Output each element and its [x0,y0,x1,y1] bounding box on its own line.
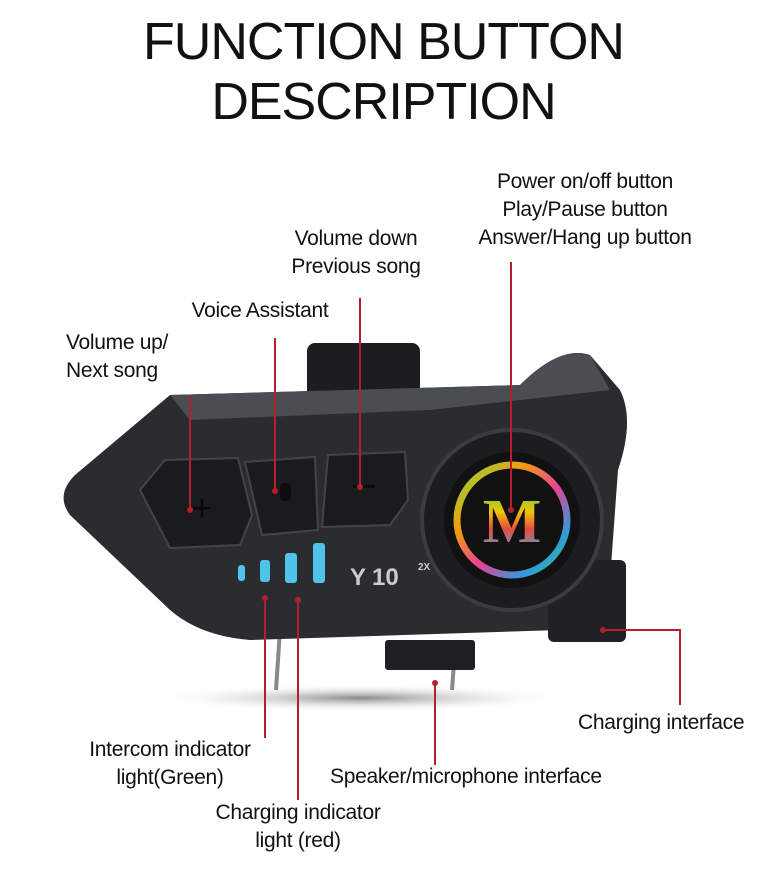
label-charging-interface: Charging interface [578,711,745,734]
svg-text:Y: Y [350,564,366,591]
label-line: Volume up/ [66,331,169,354]
label-line: Answer/Hang up button [478,226,692,249]
label-volume-up: Volume up/ Next song [66,329,168,385]
label-line: Play/Pause button [502,198,668,221]
label-intercom-indicator: Intercom indicator light(Green) [89,736,251,792]
speaker-connector [385,640,475,670]
label-volume-down: Volume down Previous song [291,225,420,281]
label-line: Previous song [291,255,421,278]
label-power: Power on/off button Play/Pause button An… [478,168,691,252]
label-voice-assistant: Voice Assistant [191,299,329,322]
indicator-lights [238,543,325,583]
label-line: Next song [66,359,158,382]
label-line: Volume down [294,227,418,250]
label-line: Intercom indicator [89,738,251,761]
volume-down-button [320,450,410,529]
label-line: Charging indicator [215,801,381,824]
model-superscript: 2X [418,562,431,573]
label-line: light(Green) [116,766,224,789]
title-line-2: DESCRIPTION [211,73,556,131]
label-charging-indicator: Charging indicator light (red) [215,799,380,855]
title-line-1: FUNCTION BUTTON [143,13,625,71]
label-line: Power on/off button [496,170,674,193]
svg-text:+: + [191,487,212,528]
volume-up-button [138,456,254,550]
callout-lines [189,262,681,800]
label-speaker-interface: Speaker/microphone interface [330,765,602,788]
label-line: light (red) [255,829,341,852]
model-number: 10 [372,564,399,591]
device-shadow [150,684,570,712]
clip-tab [307,343,420,403]
